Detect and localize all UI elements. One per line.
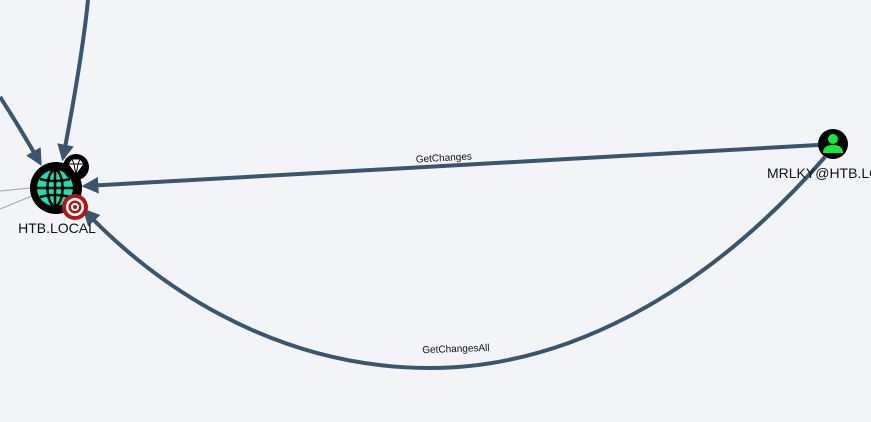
- offscreen-edge[interactable]: [0, 195, 33, 210]
- edge-getchanges[interactable]: [81, 143, 819, 194]
- node-user[interactable]: MRLKY@HTB.LOCAL: [767, 129, 871, 181]
- incoming-edge-top[interactable]: [57, 0, 90, 162]
- incoming-edge-left[interactable]: [0, 95, 42, 166]
- edge-label-getchangesall: GetChangesAll: [422, 343, 490, 356]
- node-label-domain: HTB.LOCAL: [18, 220, 96, 236]
- node-label-user: MRLKY@HTB.LOCAL: [767, 165, 871, 181]
- user-icon: [823, 134, 843, 153]
- diamond-icon: [63, 154, 89, 180]
- node-domain[interactable]: HTB.LOCAL: [18, 154, 96, 236]
- offscreen-edge[interactable]: [0, 187, 31, 192]
- target-icon: [62, 194, 88, 220]
- edge-getchangesall[interactable]: [82, 155, 827, 371]
- edge-label-getchanges: GetChanges: [416, 151, 473, 165]
